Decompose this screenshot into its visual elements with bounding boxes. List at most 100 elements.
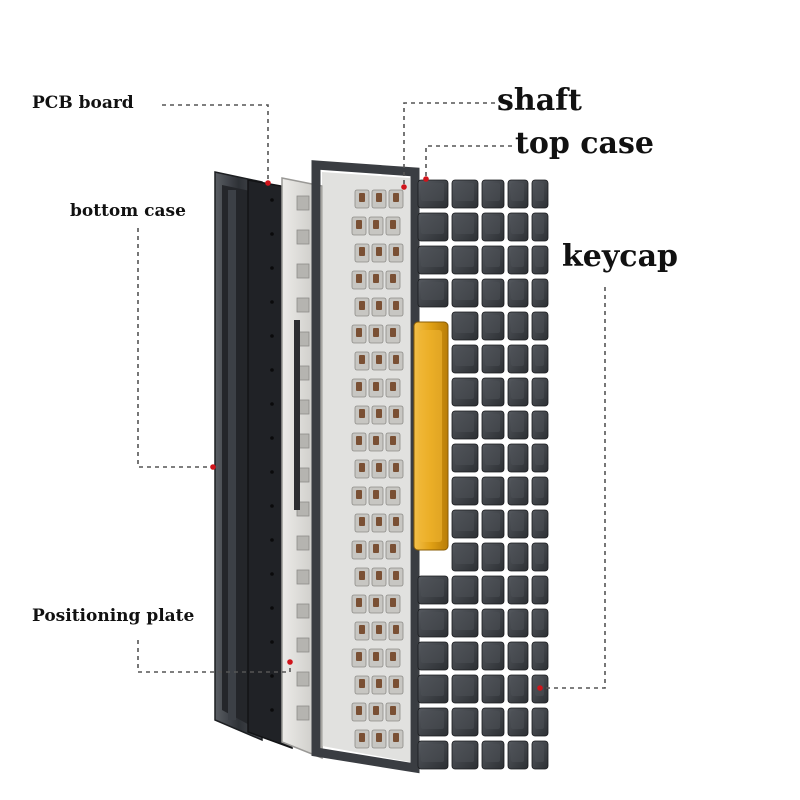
switch-stem: [356, 274, 362, 283]
plate-hole: [297, 570, 309, 584]
switch-stem: [356, 490, 362, 499]
keycap-top: [511, 513, 524, 531]
leader-keycap: [540, 287, 605, 688]
keycap-top: [535, 249, 544, 267]
keycap-top: [511, 546, 524, 564]
switch-stem: [356, 652, 362, 661]
keycap-top: [455, 513, 474, 531]
switch-stem: [359, 301, 365, 310]
label-shaft: shaft: [497, 86, 582, 116]
plate-hole: [297, 638, 309, 652]
keycap-top: [485, 546, 500, 564]
label-positioning-plate: Positioning plate: [32, 608, 194, 625]
keycap-top: [421, 249, 444, 267]
keycap-top: [455, 348, 474, 366]
switch-stem: [373, 274, 379, 283]
switch-stem: [390, 382, 396, 391]
keycap-top: [511, 480, 524, 498]
switch-stem: [393, 193, 399, 202]
keycap-top: [455, 711, 474, 729]
leader-pcb-board: [162, 105, 268, 182]
switch-stem: [359, 517, 365, 526]
switch-stem: [393, 463, 399, 472]
keycap-top: [511, 447, 524, 465]
switch-stem: [373, 490, 379, 499]
plate-hole: [297, 706, 309, 720]
switch-stem: [359, 409, 365, 418]
switch-stem: [356, 220, 362, 229]
plate-hole: [297, 196, 309, 210]
switch-stem: [393, 247, 399, 256]
keycap-top: [535, 315, 544, 333]
keycap-top: [535, 546, 544, 564]
keycap-top: [421, 711, 444, 729]
keycap-top: [455, 579, 474, 597]
keycap-top: [511, 678, 524, 696]
pcb-hole: [270, 266, 274, 270]
switch-stem: [373, 382, 379, 391]
switch-stem: [390, 490, 396, 499]
switch-stem: [376, 517, 382, 526]
keycap-top: [485, 282, 500, 300]
pcb-hole: [270, 300, 274, 304]
switch-stem: [376, 733, 382, 742]
label-bottom-case: bottom case: [70, 203, 186, 220]
keycap-top: [455, 183, 474, 201]
keycap-top: [535, 744, 544, 762]
keycap-top: [485, 678, 500, 696]
keycap-top: [511, 579, 524, 597]
switch-stem: [393, 679, 399, 688]
switch-stem: [376, 193, 382, 202]
keycap-top: [485, 744, 500, 762]
switch-stem: [359, 463, 365, 472]
switch-stem: [376, 409, 382, 418]
keycap-top: [511, 612, 524, 630]
keycap-top: [455, 546, 474, 564]
keycap-top: [455, 381, 474, 399]
keycap-top: [455, 744, 474, 762]
keycap-top: [485, 645, 500, 663]
pcb-hole: [270, 436, 274, 440]
switch-stem: [356, 598, 362, 607]
label-pcb-board: PCB board: [32, 95, 134, 112]
switch-stem: [390, 436, 396, 445]
pcb-hole: [270, 708, 274, 712]
keycap-top: [535, 579, 544, 597]
switch-stem: [356, 706, 362, 715]
keycap-top: [485, 579, 500, 597]
keycap-top: [421, 216, 444, 234]
keycap-top: [535, 711, 544, 729]
keycap-top: [535, 645, 544, 663]
keycap-top: [535, 282, 544, 300]
switch-stem: [376, 625, 382, 634]
keycap-top: [535, 612, 544, 630]
pcb-hole: [270, 368, 274, 372]
keycap-top: [421, 744, 444, 762]
switch-stem: [390, 220, 396, 229]
keycap-top: [455, 612, 474, 630]
label-keycap: keycap: [562, 242, 678, 272]
keycap-top: [511, 348, 524, 366]
switch-stem: [373, 544, 379, 553]
plate-hole: [297, 264, 309, 278]
keycap-top: [455, 678, 474, 696]
keycap-top: [511, 414, 524, 432]
pcb-hole: [270, 470, 274, 474]
switch-stem: [390, 274, 396, 283]
switch-stem: [376, 247, 382, 256]
plate-hole: [297, 604, 309, 618]
keycap-top: [535, 216, 544, 234]
keycap-top: [511, 315, 524, 333]
keycap-top: [511, 744, 524, 762]
spacebar-keycap: [414, 322, 448, 550]
switch-stem: [390, 598, 396, 607]
keycap-top: [455, 447, 474, 465]
pcb-hole: [270, 504, 274, 508]
keycap-top: [485, 216, 500, 234]
switch-stem: [373, 598, 379, 607]
keycap-top: [421, 579, 444, 597]
switch-stem: [356, 382, 362, 391]
switch-stem: [393, 733, 399, 742]
keycap-top: [511, 249, 524, 267]
